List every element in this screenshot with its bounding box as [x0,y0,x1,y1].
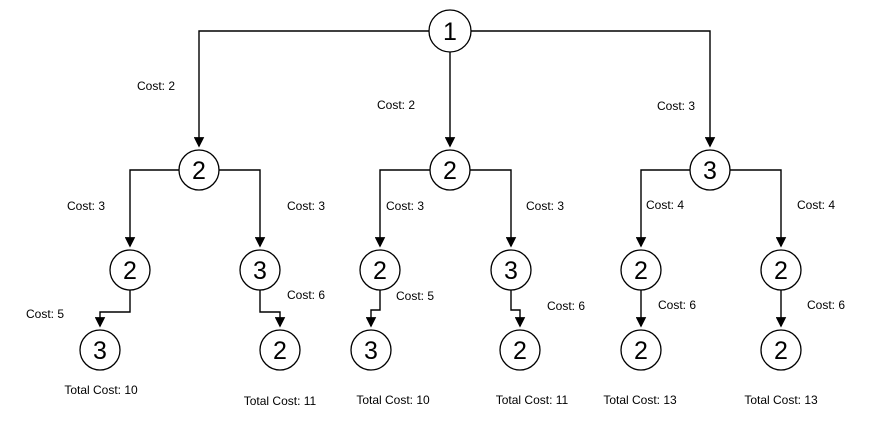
node-label: 3 [364,337,378,365]
total-cost-label: Total Cost: 10 [356,393,430,407]
edge-cost-label: Cost: 6 [547,299,585,313]
total-cost-label: Total Cost: 13 [603,393,677,407]
node-label: 3 [253,257,267,285]
node-circle [259,329,301,371]
node-circle [350,329,392,371]
branch2-leaf2-node: 2 [499,329,541,371]
node-circle [689,149,731,191]
branch2-leaf1-node: 3 [350,329,392,371]
node-label: 2 [123,257,137,285]
edge-branch3-to-child2 [730,169,787,248]
node-circle [620,249,662,291]
node-label: 2 [774,337,788,365]
edge-cost-label: Cost: 2 [377,98,415,112]
edge-branch3-to-child1 [635,169,690,248]
branch3-leaf1-node: 2 [620,329,662,371]
node-label: 2 [273,337,287,365]
edge-cost-label: Cost: 6 [658,298,696,312]
branch3-child1-node: 2 [620,249,662,291]
edge-cost-label: Cost: 4 [646,198,684,212]
edge-cost-label: Cost: 5 [396,289,434,303]
node-circle [760,329,802,371]
branch2-child1-node: 2 [359,249,401,291]
edge-cost-label: Cost: 6 [287,288,325,302]
node-label: 2 [634,337,648,365]
edge-root-to-branch1 [193,30,429,148]
edge-cost-label: Cost: 2 [137,79,175,93]
edge-root-to-branch3 [471,30,716,148]
node-label: 3 [703,157,717,185]
edge-branch2-to-child1 [374,169,430,248]
branch2-child2-node: 3 [490,249,532,291]
node-circle [359,249,401,291]
branch1-leaf1-node: 3 [79,329,121,371]
node-circle [429,149,471,191]
total-cost-label: Total Cost: 11 [496,393,569,407]
branch1-child2-node: 3 [239,249,281,291]
edge-cost-label: Cost: 5 [26,307,64,321]
branch1-child1-node: 2 [109,249,151,291]
node-label: 2 [373,257,387,285]
total-cost-label: Total Cost: 11 [244,394,317,408]
edge-cost-label: Cost: 3 [67,199,105,213]
edge-cost-label: Cost: 4 [797,198,835,212]
edge-branch1-to-child2 [219,169,266,248]
branch1-leaf2-node: 2 [259,329,301,371]
node-circle [428,9,472,53]
node-label: 2 [443,157,457,185]
edge-cost-label: Cost: 3 [526,199,564,213]
edge-cost-label: Cost: 6 [807,298,845,312]
edge-cost-label: Cost: 3 [287,199,325,213]
edge-branch1-child1-to-leaf [94,290,131,328]
edge-branch2-child1-to-leaf [365,290,381,328]
branch1-node: 2 [178,149,220,191]
node-label: 3 [504,257,518,285]
branch3-node: 3 [689,149,731,191]
branch3-leaf2-node: 2 [760,329,802,371]
node-label: 1 [443,18,457,46]
edge-cost-label: Cost: 3 [386,199,424,213]
node-label: 2 [774,257,788,285]
node-circle [178,149,220,191]
node-circle [239,249,281,291]
total-cost-label: Total Cost: 10 [64,383,138,397]
branch3-child2-node: 2 [760,249,802,291]
edge-cost-label: Cost: 3 [657,99,695,113]
node-circle [109,249,151,291]
root-node: 1 [428,9,472,53]
node-label: 2 [192,157,206,185]
edge-branch1-to-child1 [124,169,179,248]
edge-branch2-to-child2 [470,169,517,248]
edge-branch2-child2-to-leaf [510,290,526,328]
node-circle [79,329,121,371]
node-circle [499,329,541,371]
node-label: 2 [634,257,648,285]
branch2-node: 2 [429,149,471,191]
node-circle [760,249,802,291]
edge-branch1-child2-to-leaf [259,290,286,328]
node-label: 3 [93,337,107,365]
total-cost-label: Total Cost: 13 [744,393,818,407]
node-circle [620,329,662,371]
node-label: 2 [513,337,527,365]
node-circle [490,249,532,291]
